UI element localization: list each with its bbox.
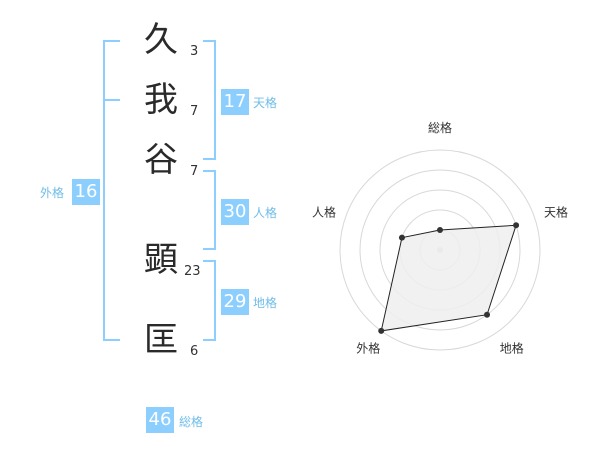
stroke-count-3: 7: [190, 164, 199, 179]
radar-grid: [339, 149, 541, 351]
name-char-5: 匡: [144, 320, 178, 360]
gaikaku-value-badge: 16: [72, 179, 100, 205]
stroke-count-4: 23: [184, 264, 201, 279]
radar-grid-ring: [339, 149, 541, 351]
radar-point-1: [437, 227, 443, 233]
radar-series-polygon: [380, 224, 517, 332]
chikaku-label: 地格: [253, 296, 278, 310]
tenkaku-value-badge: 17: [221, 89, 249, 115]
name-char-1: 久: [144, 20, 178, 60]
radar-point-5: [398, 234, 405, 241]
name-char-2: 我: [144, 80, 178, 120]
tenkaku-bracket: [203, 40, 216, 160]
chikaku-bracket: [203, 260, 216, 341]
name-char-4: 顕: [144, 240, 178, 280]
radar-grid-ring: [359, 169, 521, 331]
name-char-3: 谷: [144, 140, 178, 180]
soukaku-label: 総格: [179, 415, 204, 429]
jinkaku-label: 人格: [253, 206, 278, 220]
gaikaku-bracket-tick: [103, 99, 120, 101]
tenkaku-label: 天格: [253, 96, 278, 110]
radar-axis-label-2: 天格: [544, 204, 568, 219]
radar-point-2: [513, 222, 520, 229]
radar-axis-label-1: 総格: [428, 120, 452, 135]
radar-axis-label-4: 外格: [356, 341, 380, 356]
jinkaku-value-badge: 30: [221, 199, 249, 225]
radar-axis-label-5: 人格: [312, 204, 336, 219]
jinkaku-bracket: [203, 170, 216, 250]
radar-points: [378, 222, 520, 334]
chikaku-value-badge: 29: [221, 289, 249, 315]
radar-point-3: [484, 311, 491, 318]
stroke-count-1: 3: [190, 44, 199, 59]
radar-axis-label-3: 地格: [500, 341, 524, 356]
soukaku-value-badge: 46: [146, 407, 174, 433]
stroke-count-5: 6: [190, 344, 199, 359]
stroke-count-2: 7: [190, 104, 199, 119]
gaikaku-bracket: [103, 40, 120, 341]
gaikaku-label: 外格: [40, 186, 65, 200]
radar-point-4: [378, 327, 385, 334]
